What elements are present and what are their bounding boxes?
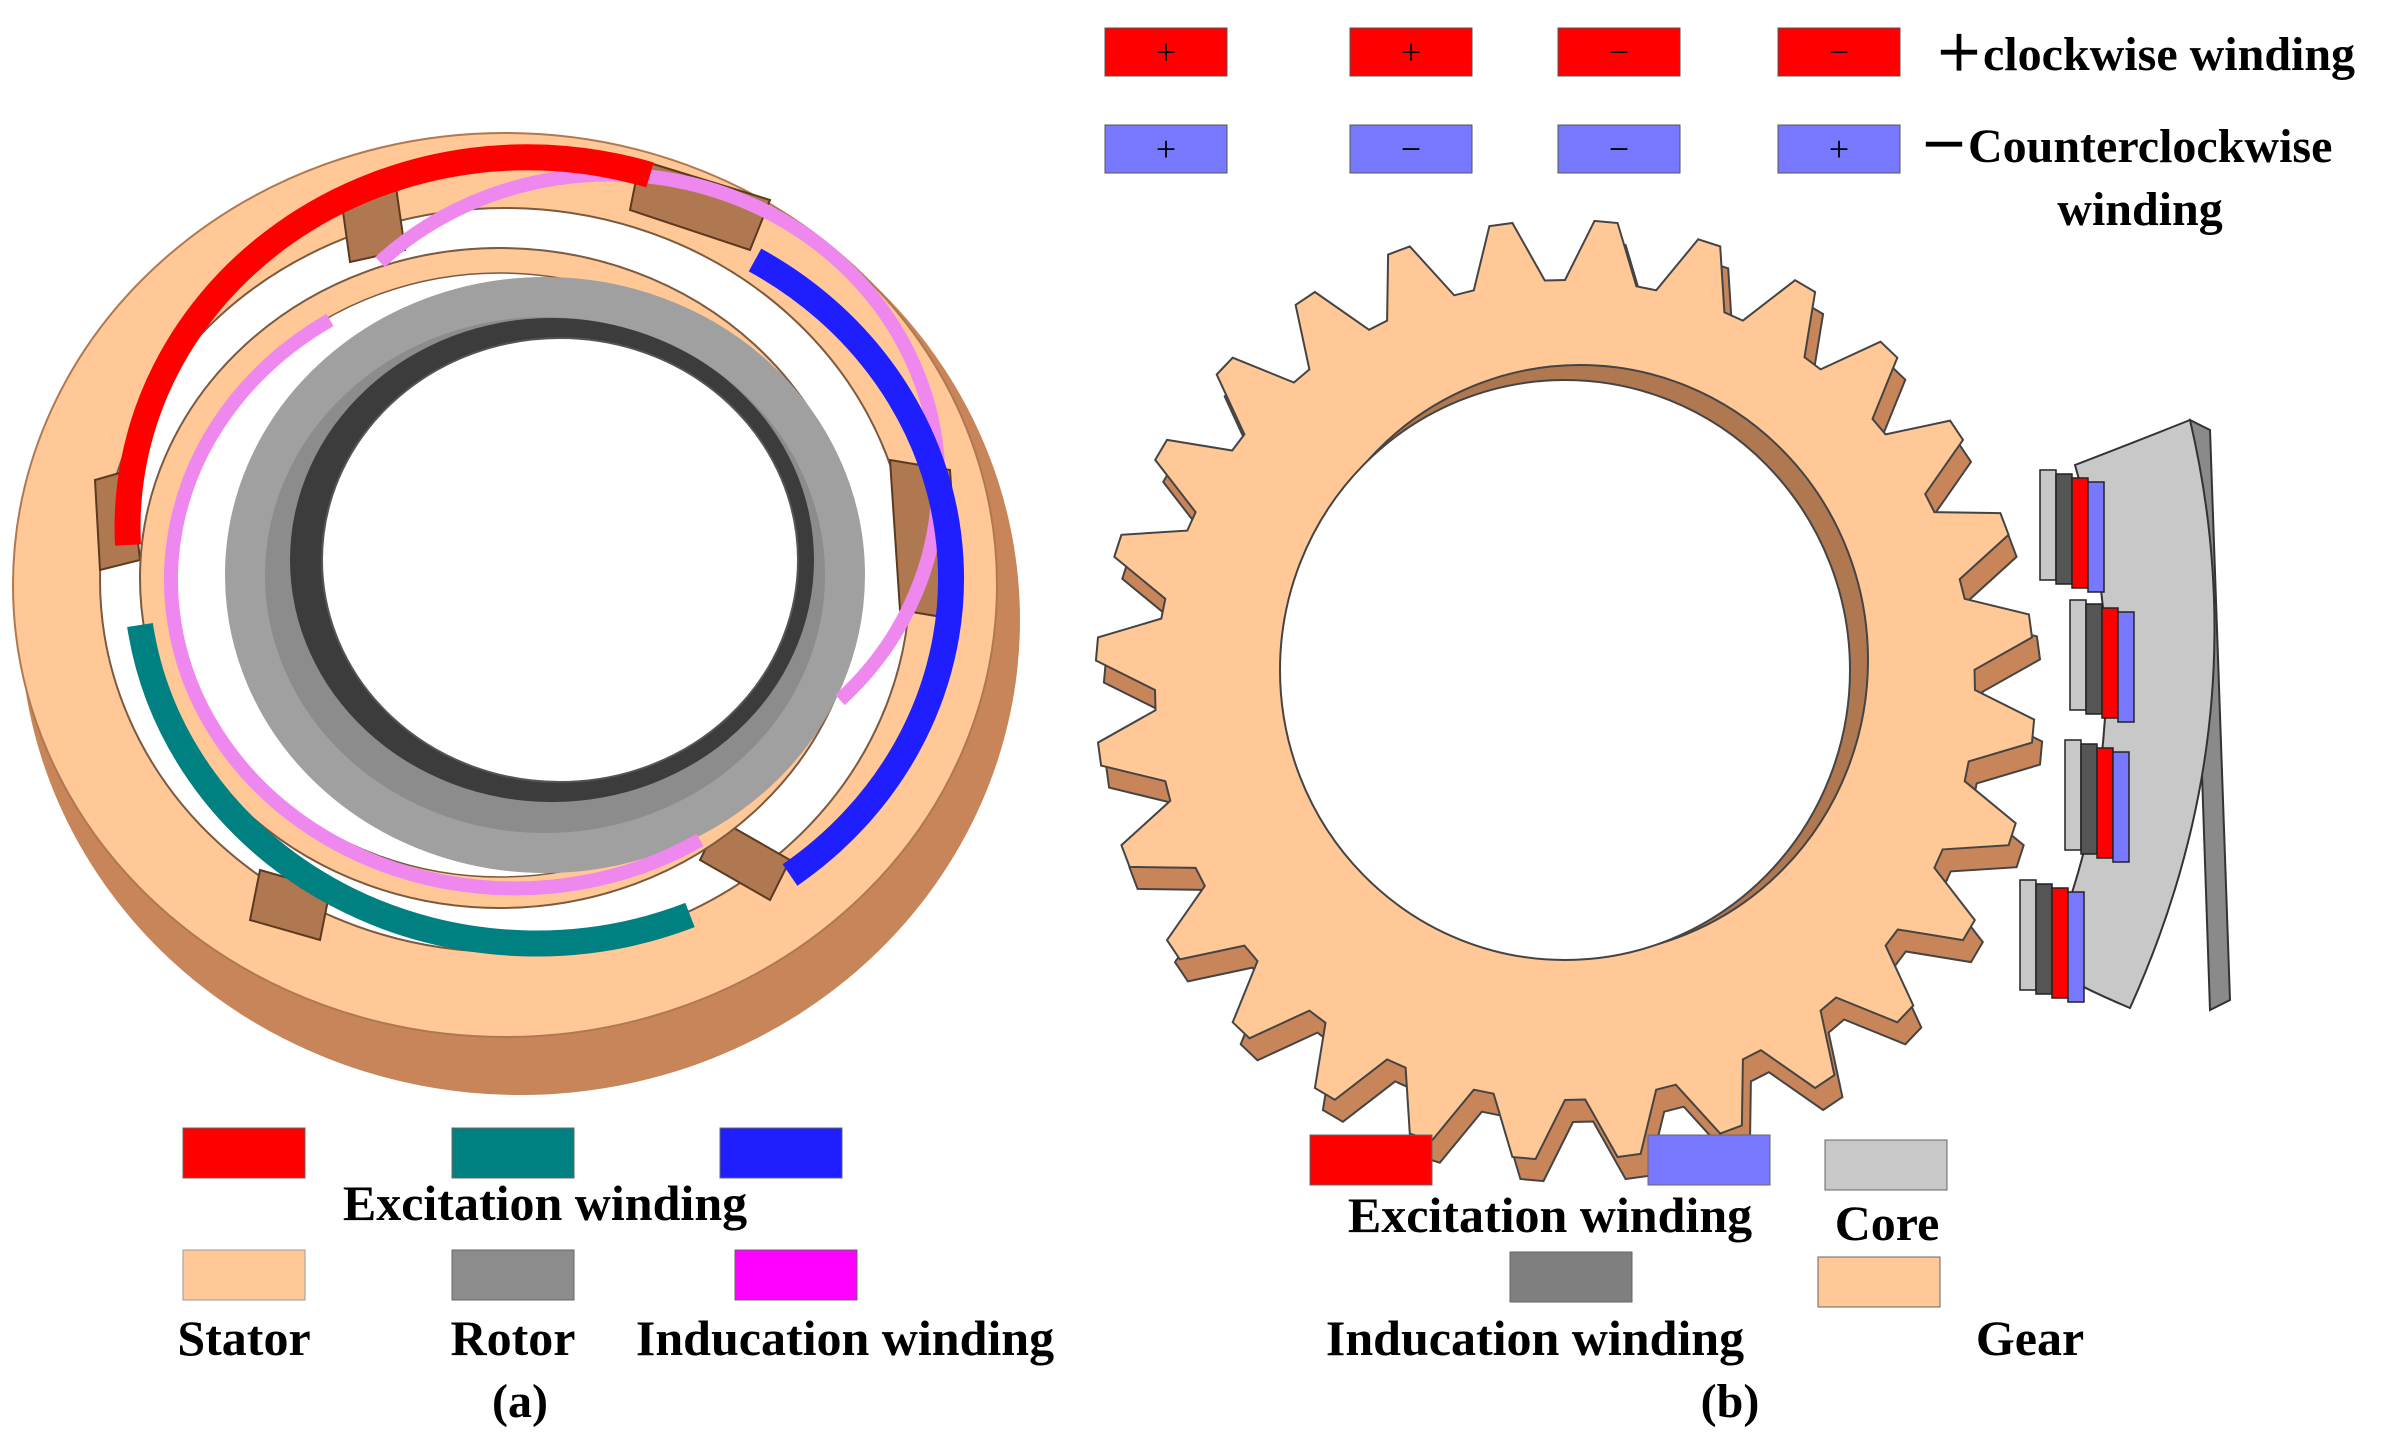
panel-a-motor-illustration: [12, 132, 1020, 1095]
core-winding-0-3: [2087, 481, 2105, 593]
core-winding-2-0: [2064, 739, 2082, 851]
panel-b-legend: Excitation winding Core Inducation windi…: [1309, 1134, 2084, 1428]
core-winding-0-2: [2071, 477, 2089, 589]
legend-swatch-b-induction: [1509, 1251, 1633, 1303]
winding-key-counter-row: + − − +: [1104, 124, 1901, 174]
legend-label-rotor: Rotor: [451, 1310, 576, 1366]
legend-label-gear: Gear: [1976, 1310, 2084, 1366]
gear-illustration: [1094, 219, 2044, 1183]
clockwise_row-swatch-2: [1557, 27, 1681, 77]
legend-swatch-b-excitation-red: [1309, 1134, 1433, 1186]
clockwise_row-sign-2: −: [1609, 32, 1629, 72]
clockwise_row-sign-1: +: [1401, 32, 1421, 72]
counter_row-swatch-3: [1777, 124, 1901, 174]
core-winding-1-0: [2069, 599, 2087, 711]
winding-key: + + − − + − − + ＋clockwise winding －Counterclo…: [1104, 27, 2355, 236]
core-winding-1-2: [2101, 607, 2119, 719]
core-winding-3-3: [2067, 891, 2085, 1003]
counter_row-swatch-2: [1557, 124, 1681, 174]
clockwise_row-swatch-1: [1349, 27, 1473, 77]
rotor-bore: [321, 337, 799, 783]
clockwise_row-swatch-3: [1777, 27, 1901, 77]
gear-bore: [1279, 379, 1851, 961]
caption-a: (a): [492, 1375, 548, 1428]
winding-key-clockwise-row: + + − −: [1104, 27, 1901, 77]
counter_row-sign-0: +: [1156, 129, 1176, 169]
legend-swatch-gear: [1817, 1256, 1941, 1308]
panel-a-legend: Excitation winding Stator Rotor Inducati…: [177, 1127, 1054, 1428]
counterclockwise-winding-label-line1: －Counterclockwise: [1920, 120, 2332, 173]
core-winding-3-2: [2051, 887, 2069, 999]
legend-swatch-excitation-red: [182, 1127, 306, 1179]
legend-swatch-stator: [182, 1249, 306, 1301]
clockwise_row-swatch-0: [1104, 27, 1228, 77]
counter_row-sign-2: −: [1609, 129, 1629, 169]
clockwise_row-sign-0: +: [1156, 32, 1176, 72]
counter_row-sign-1: −: [1401, 129, 1421, 169]
core-winding-1-1: [2085, 603, 2103, 715]
legend-swatch-rotor: [451, 1249, 575, 1301]
core-winding-2-3: [2112, 751, 2130, 863]
core-winding-0-0: [2039, 469, 2057, 581]
core-winding-2-2: [2096, 747, 2114, 859]
caption-b: (b): [1701, 1375, 1760, 1428]
core-winding-0-1: [2055, 473, 2073, 585]
counterclockwise-winding-label-line2: winding: [2057, 183, 2222, 236]
stator-core-segment: [2019, 418, 2232, 1012]
counter_row-swatch-1: [1349, 124, 1473, 174]
core-winding-3-1: [2035, 883, 2053, 995]
excitation-winding-blue: [748, 248, 965, 886]
legend-swatch-excitation-blue: [719, 1127, 843, 1179]
counter_row-sign-3: +: [1829, 129, 1849, 169]
legend-swatch-b-excitation-blue: [1647, 1134, 1771, 1186]
legend-label-core: Core: [1835, 1195, 1940, 1251]
core-winding-1-3: [2117, 611, 2135, 723]
excitation-winding-teal: [127, 623, 695, 957]
induction-winding-arc-2: [375, 167, 946, 706]
legend-swatch-core: [1824, 1139, 1948, 1191]
core-winding-groups: [2019, 469, 2135, 1003]
legend-label-excitation-winding: Excitation winding: [343, 1175, 747, 1231]
core-winding-2-1: [2080, 743, 2098, 855]
legend-swatch-induction: [734, 1249, 858, 1301]
legend-swatch-excitation-teal: [451, 1127, 575, 1179]
legend-label-b-excitation-winding: Excitation winding: [1348, 1187, 1752, 1243]
legend-label-stator: Stator: [177, 1310, 310, 1366]
legend-label-induction-winding: Inducation winding: [636, 1310, 1054, 1366]
counter_row-swatch-0: [1104, 124, 1228, 174]
rotor-top-face: [225, 277, 865, 873]
core-winding-3-0: [2019, 879, 2037, 991]
clockwise-winding-label: ＋clockwise winding: [1935, 28, 2355, 81]
excitation-winding-red: [114, 144, 654, 546]
induction-winding-arc-1: [164, 313, 704, 896]
legend-label-b-induction-winding: Inducation winding: [1326, 1310, 1744, 1366]
clockwise_row-sign-3: −: [1829, 32, 1849, 72]
